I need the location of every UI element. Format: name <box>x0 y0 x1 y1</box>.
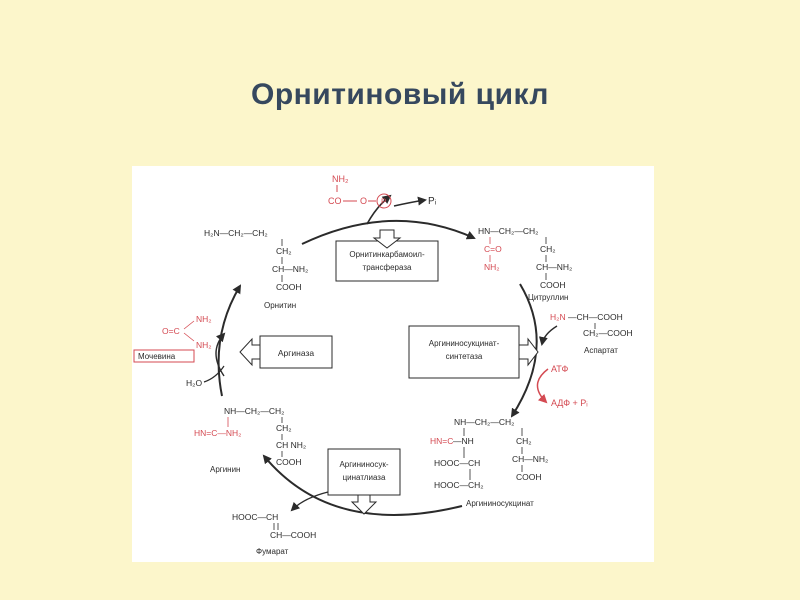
urea-nh2-bottom: NH₂ <box>196 340 212 350</box>
urea-nh2-top: NH₂ <box>196 314 212 324</box>
carbamoyl-entry-arrow <box>366 194 392 225</box>
aspartate-l2: CH₂—COOH <box>583 328 633 338</box>
atp-arrow <box>536 368 549 404</box>
arc-ornithine-to-citrulline <box>301 219 476 245</box>
fumarate-l1: HOOC—CH <box>232 512 278 522</box>
as-l4: HOOC—CH <box>434 458 480 468</box>
fumarate-release-arrow <box>290 491 329 512</box>
ornithine-cycle-diagram: NH₂ CO O P Pᵢ Орнитинкарбамоил- трансфер… <box>132 166 654 562</box>
enzyme-otc-line2: трансфераза <box>363 263 412 272</box>
as-l3: CH₂ <box>516 436 532 446</box>
ass-pointer <box>518 337 539 367</box>
urea-release-arrow <box>215 332 226 377</box>
pi-label: Pᵢ <box>428 196 437 207</box>
water-label: H₂O <box>186 378 202 388</box>
enzyme-box-arginase <box>259 335 333 369</box>
arginine-l2: CH₂ <box>276 423 292 433</box>
citrulline-l2: CH₂ <box>540 244 556 254</box>
as-l2: —NH <box>453 436 474 446</box>
citrulline-l1: HN—CH₂—CH₂ <box>478 226 538 236</box>
argininosuccinate-structure: NH—CH₂—CH₂ HN=C —NH CH₂ HOOC—CH CH—NH₂ H… <box>430 417 548 490</box>
citrulline-l3: CH—NH₂ <box>536 262 572 272</box>
arc-argininosuccinate-to-arginine <box>262 454 463 516</box>
ornithine-structure: H₂N—CH₂—CH₂ CH₂ CH—NH₂ COOH <box>204 228 308 292</box>
citrulline-l4: COOH <box>540 280 566 290</box>
arginine-l4: COOH <box>276 457 302 467</box>
asl-pointer <box>350 494 378 515</box>
slide-title: Орнитиновый цикл <box>251 78 549 111</box>
otc-pointer <box>372 229 402 249</box>
arc-arginine-to-ornithine <box>217 284 242 397</box>
carbamoyl-o: O <box>360 196 367 206</box>
enzyme-box-ass <box>408 325 520 379</box>
label-citrulline: Цитруллин <box>528 293 568 302</box>
enzyme-box-asl <box>327 448 401 496</box>
ornithine-l1: H₂N—CH₂—CH₂ <box>204 228 268 238</box>
urea-oc: O=C <box>162 326 180 336</box>
label-ornithine: Орнитин <box>264 301 296 310</box>
cycle-svg: NH₂ CO O P Pᵢ Орнитинкарбамоил- трансфер… <box>133 174 633 556</box>
arginine-l3: CH NH₂ <box>276 440 306 450</box>
arginine-l1: NH—CH₂—CH₂ <box>224 406 284 416</box>
enzyme-asl-line1: Аргининосук- <box>339 460 388 469</box>
water-entry-arrow <box>203 365 225 383</box>
label-aspartate: Аспартат <box>584 346 618 355</box>
arginase-pointer <box>239 337 261 367</box>
ornithine-l4: COOH <box>276 282 302 292</box>
aspartate-nh2: H₂N <box>550 312 566 322</box>
citrulline-red1: C=O <box>484 244 502 254</box>
label-argininosuccinate: Аргининосукцинат <box>466 499 534 508</box>
ornithine-l2: CH₂ <box>276 246 292 256</box>
arc-citrulline-to-argininosuccinate <box>510 283 538 418</box>
label-arginine: Аргинин <box>210 465 240 474</box>
as-l7: COOH <box>516 472 542 482</box>
atp-label: АТФ <box>551 364 568 374</box>
as-red: HN=C <box>430 436 453 446</box>
aspartate-entry-arrow <box>538 325 558 346</box>
arginine-red: HN=C—NH₂ <box>194 428 241 438</box>
ornithine-l3: CH—NH₂ <box>272 264 308 274</box>
enzyme-asl-line2: цинатлиаза <box>343 473 386 482</box>
urea-label-box <box>133 349 195 363</box>
pi-release-arrow <box>393 196 427 207</box>
citrulline-red2: NH₂ <box>484 262 500 272</box>
label-urea: Мочевина <box>138 352 176 361</box>
as-l1: NH—CH₂—CH₂ <box>454 417 514 427</box>
enzyme-otc-line1: Орнитинкарбамоил- <box>349 250 425 259</box>
phosphate-p: P <box>381 198 386 207</box>
as-l5: CH—NH₂ <box>512 454 548 464</box>
arginine-structure: NH—CH₂—CH₂ HN=C—NH₂ CH₂ CH NH₂ COOH <box>194 406 306 467</box>
urea-bond-bottom <box>183 332 195 342</box>
citrulline-structure: HN—CH₂—CH₂ C=O CH₂ NH₂ CH—NH₂ COOH <box>478 226 572 290</box>
enzyme-ass-line1: Аргининосукцинат- <box>429 339 500 348</box>
enzyme-ass-line2: синтетаза <box>446 352 483 361</box>
urea-bond-top <box>183 320 195 330</box>
phosphate-circle <box>376 193 392 209</box>
fumarate-l2: CH—COOH <box>270 530 316 540</box>
carbamoyl-co: CO <box>328 196 342 206</box>
aspartate-l1: —CH—COOH <box>568 312 623 322</box>
carbamoyl-nh2: NH₂ <box>332 174 349 184</box>
as-l6: HOOC—CH₂ <box>434 480 484 490</box>
adp-pi-label: АДФ + Pᵢ <box>551 398 588 408</box>
label-fumarate: Фумарат <box>256 547 289 556</box>
enzyme-arginase-label: Аргиназа <box>278 348 314 358</box>
